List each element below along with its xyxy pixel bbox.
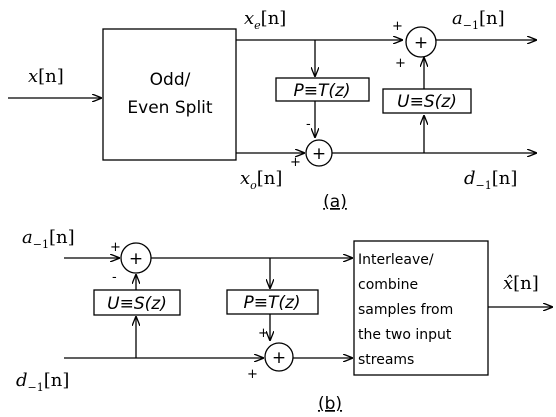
sign-plus-b-right-bottom: + <box>247 367 258 382</box>
update-box-a-label: U≡S(z) <box>397 92 457 112</box>
output-label: x̂[n] <box>503 273 539 294</box>
split-box-label-1: Odd/ <box>150 70 191 90</box>
sum-node-left-b-symbol: + <box>129 249 143 269</box>
combine-box-line-2: combine <box>358 277 418 293</box>
predict-box-a-label: P≡T(z) <box>293 81 350 101</box>
in-a-label: a−1[n] <box>22 227 75 251</box>
sum-node-top-a-symbol: + <box>414 33 428 53</box>
sign-minus-a: - <box>306 117 311 132</box>
caption-b: (b) <box>318 394 342 414</box>
odd-signal-label: xo[n] <box>240 168 282 192</box>
predict-box-a <box>275 77 370 102</box>
sign-plus-b-left: + <box>110 240 121 255</box>
split-box-label-2: Even Split <box>127 98 212 118</box>
update-box-b-label: U≡S(z) <box>107 294 167 314</box>
out-d-label: d−1[n] <box>464 168 517 192</box>
sign-plus-b-right-top: + <box>258 326 269 341</box>
caption-a: (a) <box>323 192 347 212</box>
update-box-a <box>382 88 472 114</box>
combine-box <box>353 240 489 376</box>
sum-node-top-a <box>405 26 437 58</box>
sign-plus-a-top-left: + <box>392 19 403 34</box>
sign-plus-a-bottom: + <box>290 155 301 170</box>
combine-box-line-1: Interleave/ <box>358 252 434 268</box>
sum-node-bottom-a-symbol: + <box>312 144 326 164</box>
combine-box-line-4: the two input <box>358 327 452 343</box>
in-d-label: d−1[n] <box>16 370 69 394</box>
out-a-label: a−1[n] <box>452 8 505 32</box>
predict-box-b-label: P≡T(z) <box>243 293 300 313</box>
even-signal-label: xe[n] <box>244 8 286 32</box>
update-box-b <box>93 289 181 316</box>
predict-box-b <box>226 289 319 315</box>
input-signal-label: x[n] <box>28 66 64 87</box>
combine-box-line-5: streams <box>358 352 414 368</box>
sign-plus-a-top-under: + <box>395 56 406 71</box>
combine-box-line-3: samples from <box>358 302 453 318</box>
sign-minus-b-left: - <box>112 270 117 285</box>
sum-node-right-b <box>264 342 294 372</box>
odd-even-split-box <box>102 28 237 161</box>
sum-node-right-b-symbol: + <box>272 348 286 368</box>
panel-b: a−1[n] + + - U≡S(z) P≡T(z) + + + d−1[n] <box>16 227 552 414</box>
panel-a: x[n] Odd/ Even Split xe[n] P≡T(z) - + + … <box>8 8 536 212</box>
